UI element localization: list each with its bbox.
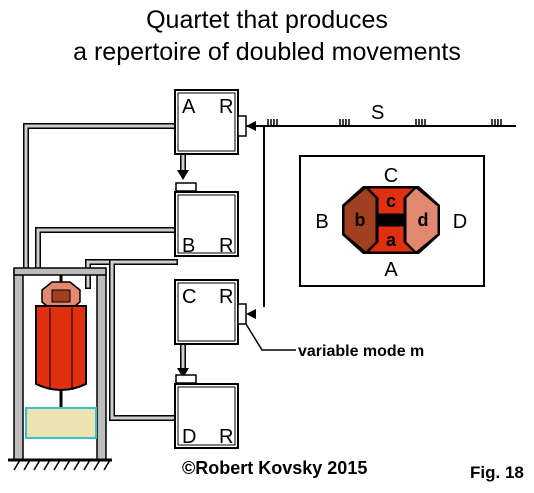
- unit-a-label: A: [182, 96, 196, 118]
- signal-line-s: S: [246, 102, 516, 127]
- inset-diagram: C B D A c b d a: [299, 155, 485, 287]
- unit-d-r-label: R: [219, 426, 233, 448]
- inset-left-label: B: [315, 211, 328, 233]
- piston-frame: [8, 267, 112, 471]
- unit-b-r-label: R: [219, 235, 233, 257]
- unit-c-label: C: [182, 286, 196, 308]
- unit-c-r-label: R: [219, 286, 233, 308]
- title-line-1: Quartet that produces: [146, 6, 388, 34]
- signal-line-label: S: [371, 102, 384, 124]
- title-line-2: a repertoire of doubled movements: [73, 38, 461, 66]
- credit: ©Robert Kovsky 2015: [182, 458, 367, 478]
- unit-a: A R: [174, 89, 247, 155]
- inset-top-label: C: [384, 165, 398, 187]
- inset-bottom-label: A: [384, 259, 398, 281]
- segment-c-label: c: [386, 191, 396, 211]
- inset-right-label: D: [453, 211, 467, 233]
- segment-b-label: b: [355, 210, 366, 230]
- unit-b: B R: [174, 182, 239, 257]
- variable-mode-pointer: variable mode m: [245, 323, 424, 360]
- arrow-heads: [177, 121, 256, 378]
- figure-label: Fig. 18: [470, 463, 524, 482]
- unit-d-label: D: [182, 426, 196, 448]
- variable-mode-label: variable mode m: [298, 343, 424, 360]
- segment-d-label: d: [418, 210, 429, 230]
- segment-a-label: a: [386, 230, 397, 250]
- unit-a-r-label: R: [219, 96, 233, 118]
- unit-b-label: B: [182, 235, 195, 257]
- unit-d: D R: [174, 374, 239, 449]
- unit-c: C R: [174, 279, 247, 345]
